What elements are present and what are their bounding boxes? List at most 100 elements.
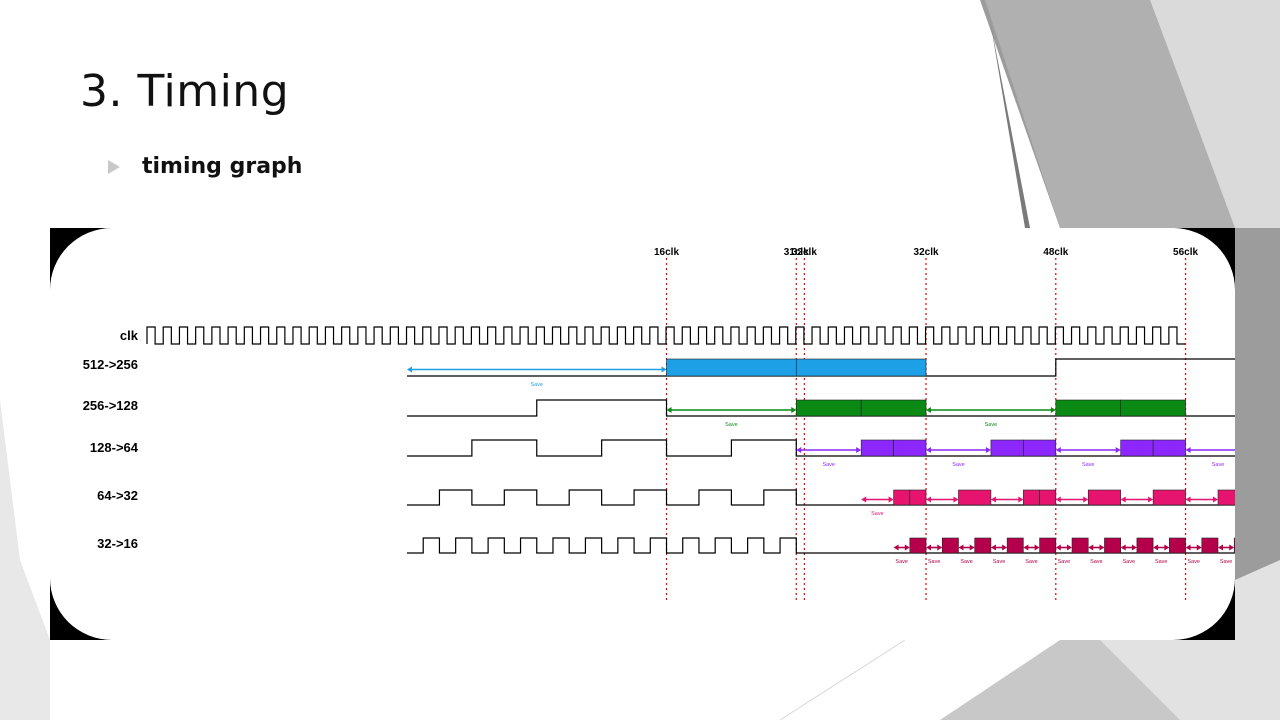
- save-arrow-head: [1120, 544, 1126, 551]
- marker-label: 32clk: [914, 247, 939, 258]
- active-block: [666, 358, 797, 377]
- save-arrow-head: [661, 366, 667, 373]
- save-arrow-head: [1218, 544, 1223, 551]
- active-block: [990, 439, 1024, 457]
- save-label: Save: [1090, 559, 1103, 565]
- background-facet: [1100, 560, 1280, 720]
- active-block: [1087, 489, 1121, 506]
- save-arrow-head: [1055, 544, 1061, 551]
- save-label: Save: [1187, 559, 1200, 565]
- save-arrow-head: [1185, 447, 1191, 453]
- timing-diagram: 16clk31clk32clk32clk48clk56clk60clk62clk…: [83, 247, 1235, 602]
- active-block: [1152, 489, 1186, 506]
- save-label: Save: [928, 559, 941, 565]
- signal-label: clk: [120, 328, 139, 343]
- active-block: [1055, 399, 1121, 417]
- save-label: Save: [985, 422, 998, 428]
- save-arrow-head: [1131, 544, 1137, 551]
- save-label: Save: [1058, 559, 1071, 565]
- clock-waveform: [146, 326, 1186, 345]
- active-block: [1023, 439, 1057, 457]
- signal-label: 64->32: [97, 488, 138, 503]
- save-label: Save: [895, 559, 908, 565]
- active-block: [1136, 537, 1154, 554]
- save-arrow-head: [1023, 544, 1029, 551]
- save-arrow-head: [1083, 496, 1089, 503]
- save-arrow-head: [926, 447, 932, 453]
- save-arrow-head: [1018, 496, 1024, 503]
- active-block: [893, 439, 927, 457]
- save-arrow-head: [1196, 544, 1202, 551]
- active-block: [1120, 399, 1186, 417]
- save-label: Save: [952, 462, 965, 468]
- signal-label: 256->128: [83, 398, 138, 413]
- bullet-item: timing graph: [108, 154, 302, 179]
- signal-label: 32->16: [97, 536, 138, 551]
- active-block: [860, 439, 894, 457]
- save-label: Save: [725, 422, 738, 428]
- save-arrow-head: [1185, 496, 1191, 503]
- save-arrow-head: [969, 544, 975, 551]
- save-arrow-head: [1120, 496, 1126, 503]
- save-arrow-head: [856, 447, 862, 453]
- background-facet: [1150, 0, 1280, 228]
- save-arrow-head: [1148, 496, 1154, 503]
- save-arrow-head: [666, 407, 672, 413]
- save-arrow-head: [926, 496, 932, 503]
- save-label: Save: [1123, 559, 1136, 565]
- save-arrow-head: [1088, 544, 1094, 551]
- save-label: Save: [1155, 559, 1168, 565]
- triangle-bullet-icon: [108, 159, 120, 174]
- background-line: [779, 639, 906, 720]
- save-label: Save: [1025, 559, 1038, 565]
- active-block: [1039, 537, 1057, 554]
- marker-label: 56clk: [1173, 247, 1198, 258]
- save-arrow-head: [1034, 544, 1040, 551]
- active-block: [909, 489, 927, 506]
- signal-waveform: [407, 537, 1235, 554]
- save-arrow-head: [1099, 544, 1105, 551]
- save-label: Save: [960, 559, 973, 565]
- active-block: [1201, 537, 1219, 554]
- active-block: [1104, 537, 1121, 554]
- bullet-text: timing graph: [142, 154, 303, 179]
- marker-label: 16clk: [654, 247, 679, 258]
- save-arrow-head: [861, 496, 867, 503]
- save-arrow-head: [1115, 447, 1121, 453]
- save-arrow-head: [796, 447, 802, 453]
- active-block: [1120, 439, 1154, 457]
- active-block: [893, 489, 911, 506]
- save-arrow-head: [904, 544, 910, 551]
- active-block: [1217, 489, 1235, 506]
- marker-label: 31clk: [784, 247, 809, 258]
- marker-label: 32clk: [792, 247, 817, 258]
- active-block: [974, 537, 992, 554]
- active-block: [941, 537, 959, 554]
- save-arrow-head: [1213, 496, 1218, 503]
- background-facet: [990, 20, 1030, 228]
- active-block: [1169, 537, 1186, 554]
- timing-figure-panel: 16clk31clk32clk32clk48clk56clk60clk62clk…: [50, 228, 1235, 640]
- active-block: [795, 399, 862, 417]
- background-facet: [985, 0, 1235, 228]
- save-label: Save: [1082, 462, 1095, 468]
- save-arrow-head: [1067, 544, 1073, 551]
- save-label: Save: [822, 462, 835, 468]
- active-block: [958, 489, 992, 506]
- signal-waveform: [407, 399, 1235, 417]
- active-block: [860, 399, 927, 417]
- save-arrow-head: [926, 407, 932, 413]
- save-arrow-head: [990, 544, 996, 551]
- save-arrow-head: [985, 447, 991, 453]
- active-block: [1039, 489, 1057, 506]
- save-arrow-head: [407, 366, 412, 373]
- save-arrow-head: [1153, 544, 1159, 551]
- save-label: Save: [871, 511, 884, 517]
- save-label: Save: [1212, 462, 1225, 468]
- save-arrow-head: [937, 544, 943, 551]
- save-arrow-head: [1055, 447, 1061, 453]
- signal-label: 512->256: [83, 357, 138, 372]
- active-block: [795, 358, 927, 377]
- signal-waveform: [407, 439, 1235, 457]
- save-arrow-head: [1185, 544, 1191, 551]
